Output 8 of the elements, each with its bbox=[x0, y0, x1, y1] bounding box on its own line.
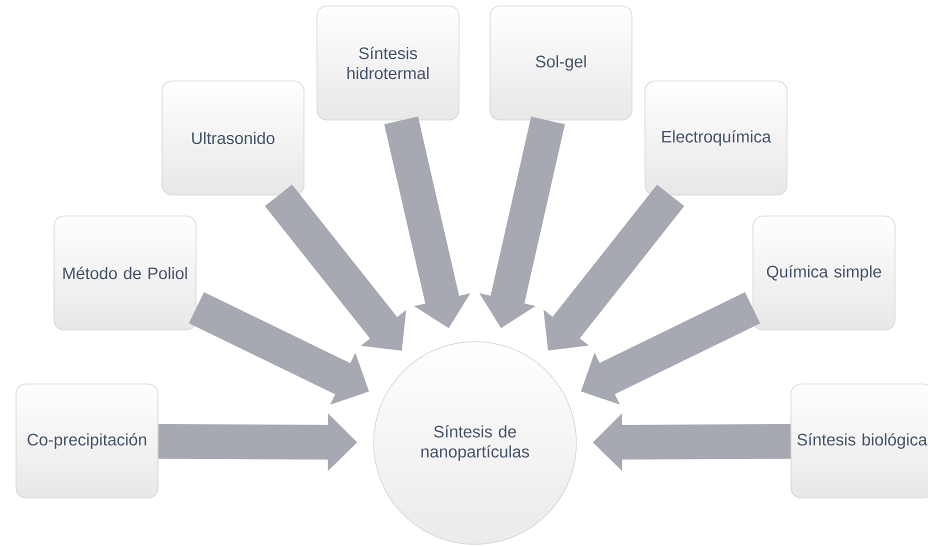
method-box: Síntesis hidrotermal bbox=[316, 6, 460, 120]
method-box: Electroquímica bbox=[644, 80, 788, 196]
method-box: Química simple bbox=[752, 216, 896, 330]
method-box: Ultrasonido bbox=[162, 80, 304, 196]
method-box: Sol-gel bbox=[490, 6, 632, 120]
method-box: Co-precipitación bbox=[16, 384, 158, 498]
method-box: Método de Poliol bbox=[54, 216, 196, 330]
method-box: Síntesis biológica bbox=[790, 384, 928, 498]
